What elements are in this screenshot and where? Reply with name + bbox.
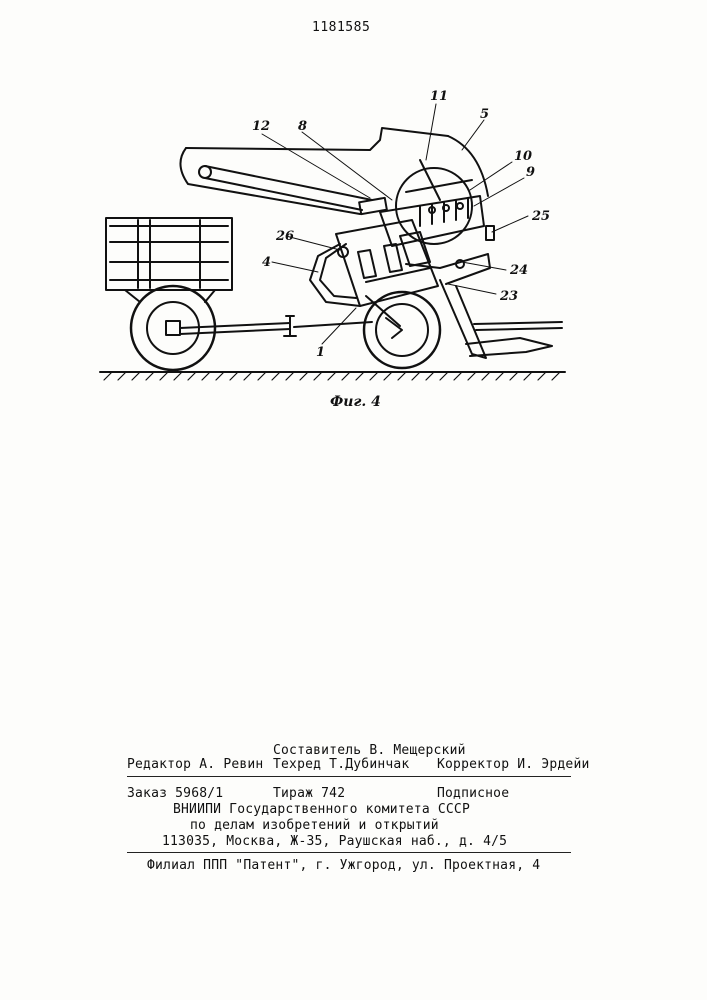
frame-housing — [310, 220, 490, 358]
ref-1: 1 — [316, 345, 325, 360]
reference-numbers: 11 5 12 8 10 9 26 25 4 24 23 1 Фиг. 4 — [252, 89, 550, 410]
ref-12: 12 — [252, 119, 270, 134]
editor-credit: Редактор А. Ревин — [127, 757, 263, 772]
technical-drawing-fig4: 11 5 12 8 10 9 26 25 4 24 23 1 Фиг. 4 — [0, 0, 707, 430]
drum-mechanism — [380, 160, 494, 246]
ref-10: 10 — [514, 149, 532, 164]
order-number: Заказ 5968/1 — [127, 786, 223, 801]
ref-25: 25 — [531, 209, 550, 224]
composer-credit: Составитель В. Мещерский — [273, 743, 466, 758]
corrector-credit: Корректор И. Эрдейи — [437, 757, 590, 772]
ground-hatching — [104, 372, 560, 380]
org-address: 113035, Москва, Ж-35, Раушская наб., д. … — [162, 834, 507, 849]
org-line-1: ВНИИПИ Государственного комитета СССР — [173, 802, 470, 817]
ref-26: 26 — [275, 229, 294, 244]
divider-top — [127, 776, 571, 777]
ref-4: 4 — [262, 255, 271, 270]
ref-24: 24 — [509, 263, 528, 278]
ref-5: 5 — [480, 107, 489, 122]
divider-bottom — [127, 852, 571, 853]
digging-share — [466, 322, 562, 356]
ref-23: 23 — [499, 289, 518, 304]
techeditor-credit: Техред Т.Дубинчак — [273, 757, 409, 772]
figure-caption: Фиг. 4 — [330, 394, 381, 410]
branch-address: Филиал ППП "Патент", г. Ужгород, ул. Про… — [147, 858, 540, 873]
circulation: Тираж 742 — [273, 786, 345, 801]
ref-11: 11 — [430, 89, 448, 104]
subscription-note: Подписное — [437, 786, 509, 801]
org-line-2: по делам изобретений и открытий — [190, 818, 439, 833]
ref-9: 9 — [526, 165, 535, 180]
ref-8: 8 — [298, 119, 307, 134]
